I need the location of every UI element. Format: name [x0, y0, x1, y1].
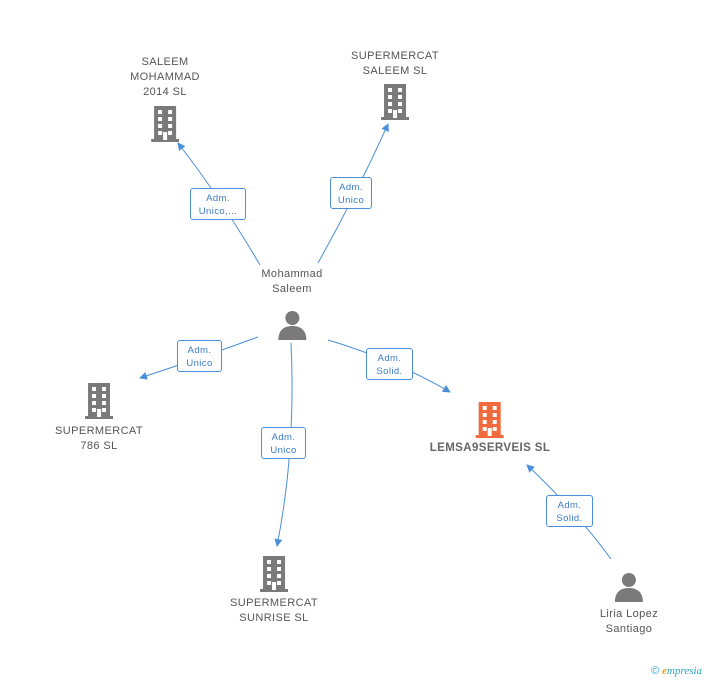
building-icon [151, 106, 179, 142]
edge-label-adm-unico-saleem-2014[interactable]: Adm. Unico,... [190, 188, 246, 220]
edge-label-line: Adm. [377, 353, 402, 364]
edge-label-line: Unico,... [198, 206, 238, 217]
edge-label-line: Unico [270, 445, 297, 456]
edge-label-line: Adm. [339, 182, 363, 193]
building-icon [85, 383, 113, 419]
edge-label-line: Unico [337, 195, 365, 206]
company-node-supermercat-saleem[interactable]: SUPERMERCAT SALEEM SL [351, 49, 439, 120]
company-node-lemsa9serveis[interactable]: LEMSA9SERVEIS SL [430, 402, 551, 456]
edge-label-adm-unico-supermercat-786[interactable]: Adm. Unico [177, 340, 222, 372]
copyright-symbol: © [651, 665, 660, 677]
edge-label-line: Adm. [557, 500, 582, 511]
company-name-line: 2014 SL [143, 86, 187, 98]
person-node-mohammad-saleem[interactable]: Mohammad Saleem [261, 267, 322, 340]
person-node-liria-lopez-santiago[interactable]: Liria Lopez Santiago [600, 572, 658, 637]
building-icon [260, 556, 288, 592]
edge-label-adm-unico-supermercat-saleem[interactable]: Adm. Unico [330, 177, 372, 209]
company-node-supermercat-sunrise[interactable]: SUPERMERCAT SUNRISE SL [230, 556, 318, 626]
company-name-line: SALEEM SL [362, 65, 428, 77]
company-name-line: SALEEM [141, 56, 189, 68]
company-name-line: MOHAMMAD [130, 71, 200, 83]
edge-label-adm-unico-supermercat-sunrise[interactable]: Adm. Unico [261, 427, 306, 459]
company-name-line: SUPERMERCAT [351, 50, 439, 62]
person-name-line: Saleem [272, 283, 312, 295]
empresia-logo: ©empresia [651, 665, 702, 677]
building-icon [476, 402, 504, 438]
edge-label-adm-solid-liria-lopez[interactable]: Adm. Solid. [546, 495, 593, 527]
company-node-supermercat-786[interactable]: SUPERMERCAT 786 SL [55, 383, 143, 454]
person-icon [615, 573, 643, 602]
brand-rest: mpresia [667, 665, 703, 677]
person-name-line: Santiago [605, 623, 653, 635]
company-node-saleem-mohammad-2014[interactable]: SALEEM MOHAMMAD 2014 SL [130, 55, 200, 142]
edge-label-line: Adm. [206, 193, 230, 204]
edge-label-line: Adm. [187, 345, 212, 356]
edge-label-line: Unico [186, 358, 213, 369]
company-name-line: SUNRISE SL [239, 612, 309, 624]
person-name-line: Liria Lopez [599, 608, 659, 620]
brand-initial: e [662, 665, 667, 677]
company-name-line: SUPERMERCAT [230, 597, 318, 609]
company-name-line: 786 SL [80, 440, 118, 452]
edge-label-line: Adm. [271, 432, 296, 443]
building-icon [381, 84, 409, 120]
edge-label-line: Solid. [376, 366, 403, 377]
person-name-line: Mohammad [261, 268, 323, 280]
edge-label-adm-solid-lemsa9serveis[interactable]: Adm. Solid. [366, 348, 413, 380]
company-name-line: SUPERMERCAT [55, 425, 143, 437]
edge-label-line: Solid. [556, 513, 583, 524]
person-icon [278, 311, 306, 340]
company-name-line: LEMSA9SERVEIS SL [429, 442, 551, 454]
